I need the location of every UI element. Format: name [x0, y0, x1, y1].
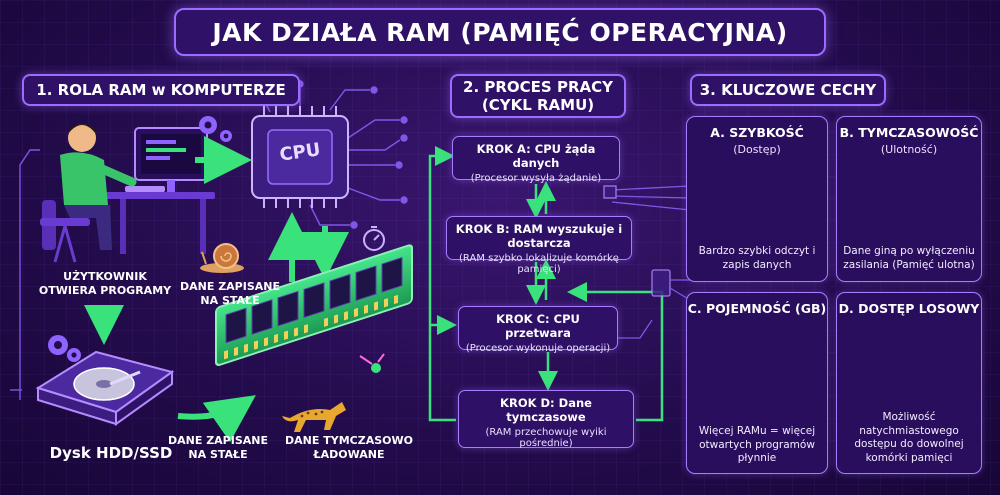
cpu-chip: [251, 106, 349, 208]
card-speed: A. SZYBKOŚĆ (Dostęp) Bardzo szybki odczy…: [686, 116, 828, 282]
temp-label: DANE TYMCZASOWO ŁADOWANE: [284, 434, 414, 463]
snail-icon: [200, 243, 244, 273]
temp-label-line2: ŁADOWANE: [313, 448, 385, 462]
card-volatility-title: B. TYMCZASOWOŚĆ: [839, 125, 979, 140]
step-b-desc: (RAM szybko lokalizuje komórkę pamięci): [459, 253, 619, 275]
arrow-disk-to-ram: [177, 395, 256, 443]
section2-header: 2. PROCES PRACY (CYKL RAMU): [450, 74, 626, 118]
gear-icon-bottom: [48, 335, 81, 362]
stored-label-line2: NA STAŁE: [200, 294, 260, 308]
sparkle-icon: [359, 353, 385, 373]
disk-label: Dysk HDD/SSD: [49, 444, 173, 462]
temp-label-line1: DANE TYMCZASOWO: [285, 434, 413, 447]
stored-label-line1: DANE ZAPISANE: [180, 280, 280, 293]
section2-header-line1: 2. PROCES PRACY: [463, 78, 613, 96]
user-label-line1: UŻYTKOWNIK: [63, 270, 147, 283]
disk-saved-line1: DANE ZAPISANE: [168, 434, 268, 447]
card-random-access-text: Możliwość natychmiastowego dostępu do do…: [854, 411, 964, 464]
card-capacity: C. POJEMNOŚĆ (GB) Więcej RAMu = więcej o…: [686, 292, 828, 474]
ram-module: [215, 244, 413, 366]
section1-header: 1. ROLA RAM w KOMPUTERZE: [22, 74, 300, 106]
step-a: KROK A: CPU żąda danych (Procesor wysyła…: [452, 136, 620, 184]
step-d: KROK D: Dane tymczasowe (RAM przechowuje…: [458, 390, 634, 449]
card-volatility-subtitle: (Ulotność): [880, 143, 938, 156]
card-random-access: D. DOSTĘP LOSOWY Możliwość natychmiastow…: [836, 292, 982, 474]
stored-label: DANE ZAPISANE NA STAŁE: [170, 280, 290, 309]
page-title: JAK DZIAŁA RAM (PAMIĘĆ OPERACYJNA): [174, 8, 826, 56]
disk-saved-line2: NA STAŁE: [188, 448, 248, 462]
stopwatch-icon: [363, 226, 385, 251]
card-speed-title: A. SZYBKOŚĆ: [710, 125, 804, 140]
step-d-desc: (RAM przechowuje wyiki pośrednie): [485, 427, 607, 449]
step-c-title: KROK C: CPU przetwara: [496, 312, 580, 340]
disk-drive: [35, 350, 175, 426]
card-speed-subtitle: (Dostęp): [733, 143, 781, 156]
card-capacity-text: Więcej RAMu = więcej otwartych programów…: [698, 425, 816, 465]
section2-header-line2: (CYKL RAMU): [481, 96, 595, 114]
step-b: KROK B: RAM wyszukuje i dostarcza (RAM s…: [446, 216, 632, 275]
step-c: KROK C: CPU przetwara (Procesor wykonuje…: [458, 306, 618, 354]
process-flow-arrows: [428, 146, 664, 422]
card-capacity-title: C. POJEMNOŚĆ (GB): [687, 301, 827, 316]
disk-saved-label: DANE ZAPISANE NA STAŁE: [158, 434, 278, 463]
step-a-title: KROK A: CPU żąda danych: [476, 142, 596, 170]
circuit-traces-right: [603, 185, 691, 339]
cheetah-icon: [282, 402, 346, 432]
step-c-desc: (Procesor wykonuje operacji): [465, 343, 611, 354]
card-volatility-text: Dane giną po wyłączeniu zasilania (Pamię…: [843, 245, 975, 271]
step-b-title: KROK B: RAM wyszukuje i dostarcza: [455, 222, 623, 250]
user-desk-illustration: [40, 124, 215, 263]
step-a-desc: (Procesor wysyła żądanie): [470, 173, 602, 184]
section3-header: 3. KLUCZOWE CECHY: [690, 74, 886, 106]
step-d-title: KROK D: Dane tymczasowe: [500, 396, 592, 424]
card-speed-text: Bardzo szybki odczyt i zapis danych: [698, 245, 816, 271]
card-random-access-title: D. DOSTĘP LOSOWY: [838, 301, 980, 316]
user-label-line2: OTWIERA PROGRAMY: [38, 284, 172, 298]
card-volatility: B. TYMCZASOWOŚĆ (Ulotność) Dane giną po …: [836, 116, 982, 282]
user-label: UŻYTKOWNIK OTWIERA PROGRAMY: [30, 270, 180, 299]
